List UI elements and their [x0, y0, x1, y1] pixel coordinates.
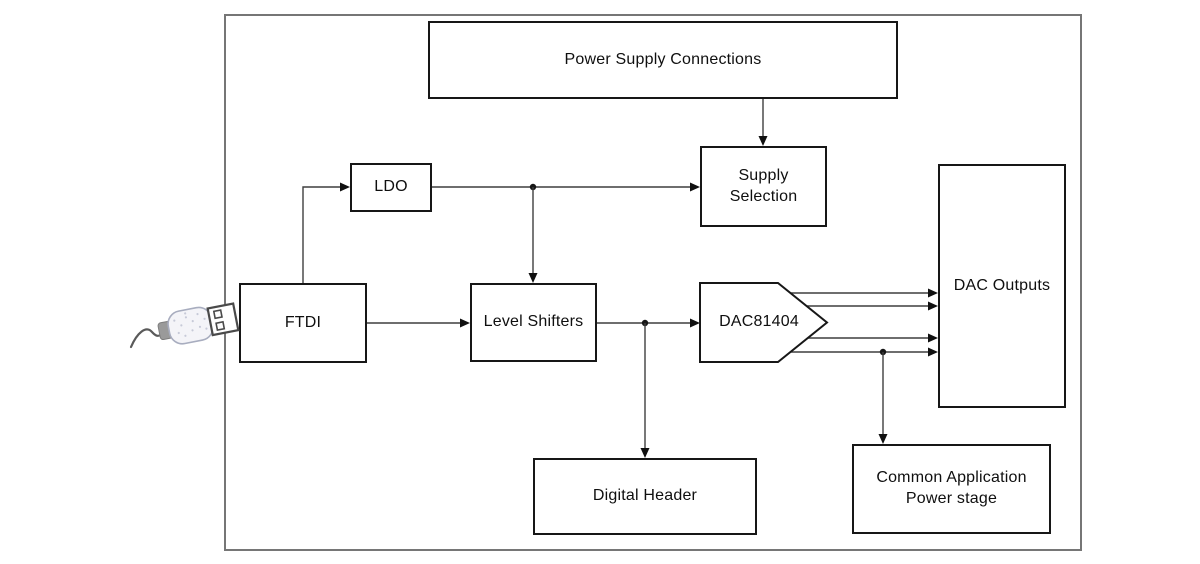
wire-level-shifters-to-dac81404	[597, 318, 700, 328]
usb-connector-icon	[129, 302, 240, 349]
block-power-supply-connections: Power Supply Connections	[428, 21, 898, 99]
block-supply-selection-label: Supply Selection	[729, 166, 798, 205]
usb-contact-top	[212, 309, 223, 320]
block-dac81404-shape	[699, 282, 829, 363]
block-ldo: LDO	[350, 163, 432, 212]
block-ftdi-label: FTDI	[284, 313, 322, 331]
usb-cable	[129, 328, 165, 349]
wire-ldo-to-supply-selection	[432, 182, 700, 192]
wire-dac81404-to-dac-outputs-1	[790, 288, 938, 298]
wire-power-supply-to-supply-selection	[758, 99, 768, 146]
wire-junction-to-common-application	[878, 352, 888, 444]
wire-dac81404-to-dac-outputs-4	[791, 347, 938, 357]
block-level-shifters-label: Level Shifters	[483, 313, 584, 331]
block-ldo-label: LDO	[374, 178, 408, 196]
wire-ftdi-to-ldo	[302, 182, 350, 283]
block-common-application-power-stage-label: Common Application Power stage	[876, 469, 1027, 507]
usb-body-texture	[173, 312, 208, 337]
wire-ftdi-to-level-shifters	[367, 318, 470, 328]
block-dac81404: DAC81404	[700, 283, 818, 362]
wire-dac81404-to-dac-outputs-3	[808, 333, 938, 343]
block-level-shifters: Level Shifters	[470, 283, 597, 362]
usb-contact-bottom	[215, 320, 226, 332]
block-ftdi: FTDI	[239, 283, 367, 363]
block-dac-outputs-label: DAC Outputs	[953, 276, 1051, 294]
block-power-supply-connections-label: Power Supply Connections	[564, 50, 762, 68]
block-dac81404-label: DAC81404	[719, 313, 799, 331]
block-common-application-power-stage: Common Application Power stage	[852, 444, 1051, 534]
wire-dac81404-to-dac-outputs-2	[806, 301, 938, 311]
block-dac-outputs: DAC Outputs	[938, 164, 1066, 408]
usb-metal-plug	[206, 302, 240, 337]
block-supply-selection: Supply Selection	[700, 146, 827, 227]
block-digital-header-label: Digital Header	[592, 487, 698, 505]
block-digital-header: Digital Header	[533, 458, 757, 535]
wire-junction-to-digital-header	[640, 323, 650, 458]
wire-junction-to-level-shifters	[528, 187, 538, 283]
